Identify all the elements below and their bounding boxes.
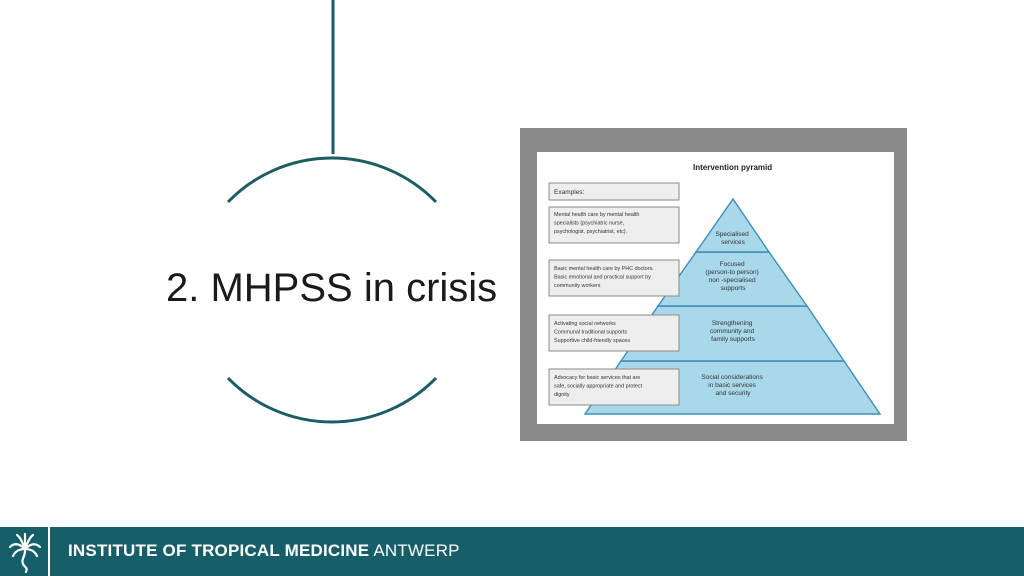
- slide-title: 2. MHPSS in crisis: [166, 266, 498, 310]
- level-1-label: Specialised services: [715, 231, 750, 246]
- pyramid-diagram: Intervention pyramid Specialised service…: [548, 163, 882, 415]
- examples-header-box: [548, 182, 680, 201]
- institute-name: INSTITUTE OF TROPICAL MEDICINE ANTWERP: [68, 541, 460, 561]
- example-box-3: [548, 314, 680, 352]
- level-3-label: Strengthening community and family suppo…: [710, 320, 756, 343]
- level-4-label: Social considerations in basic services …: [701, 374, 764, 397]
- level-2-label: Focused (person-to person) non -speciali…: [705, 261, 760, 292]
- palm-tree-logo: [8, 532, 42, 573]
- example-box-4: [548, 368, 680, 406]
- decorative-bottom-arc: [226, 376, 438, 424]
- example-4-text: Advocacy for basic services that are saf…: [554, 375, 644, 398]
- example-2-text: Basic mental health care by PHC doctors.…: [554, 266, 655, 289]
- pyramid-heading: Intervention pyramid: [693, 163, 772, 172]
- pyramid-level-1: [694, 197, 771, 253]
- example-box-1: [548, 206, 680, 244]
- institute-city: ANTWERP: [373, 541, 460, 560]
- footer-divider: [48, 527, 50, 576]
- decorative-top-arc: [226, 156, 438, 204]
- intervention-pyramid-figure: Intervention pyramid Specialised service…: [520, 128, 907, 441]
- example-3-text: Activating social networks Communal trad…: [554, 321, 630, 344]
- figure-canvas: Intervention pyramid Specialised service…: [537, 152, 894, 424]
- example-box-2: [548, 259, 680, 297]
- examples-header-label: Examples:: [554, 189, 585, 196]
- footer-bar: INSTITUTE OF TROPICAL MEDICINE ANTWERP: [0, 527, 1024, 576]
- example-1-text: Mental health care by mental health spec…: [554, 212, 641, 235]
- institute-name-bold: INSTITUTE OF TROPICAL MEDICINE: [68, 541, 370, 560]
